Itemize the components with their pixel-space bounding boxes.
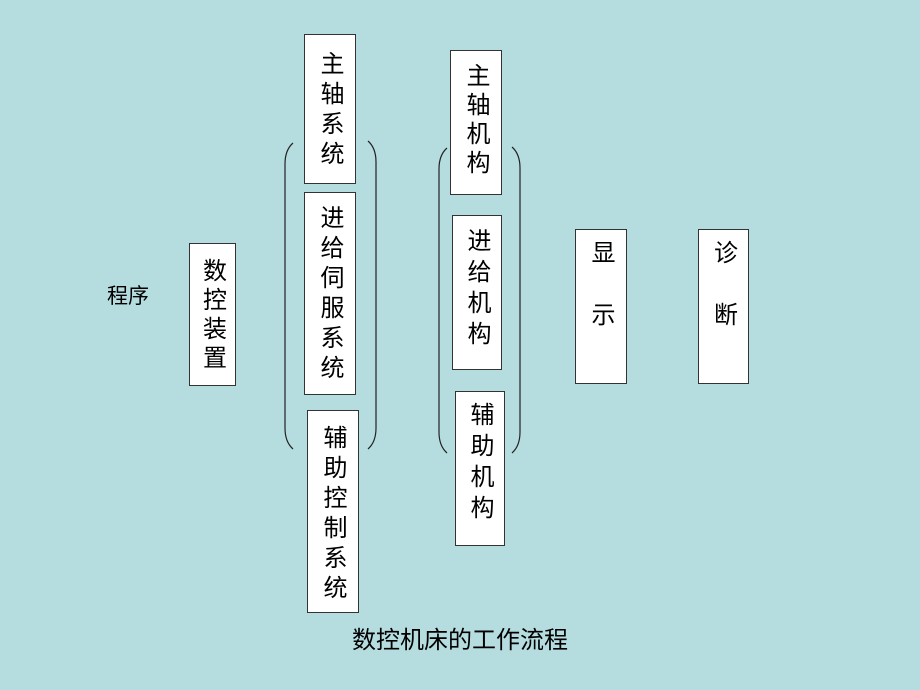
diagnosis-label: 诊断	[709, 240, 738, 364]
display-box: 显示	[575, 229, 627, 384]
display-label: 显示	[587, 240, 615, 364]
diagnosis-box: 诊断	[698, 229, 749, 384]
cnc-device-label: 数控装置	[198, 258, 227, 374]
aux-mechanism-box: 辅助机构	[455, 391, 505, 546]
spindle-mechanism-box: 主轴机构	[450, 50, 502, 195]
bracket-left-group2	[438, 147, 448, 454]
aux-mechanism-label: 辅助机构	[466, 402, 494, 526]
program-label: 程序	[107, 284, 149, 308]
feed-servo-system-label: 进给伺服系统	[316, 205, 344, 385]
bracket-right-group1	[367, 140, 377, 450]
feed-mechanism-box: 进给机构	[452, 215, 502, 370]
cnc-device-box: 数控装置	[189, 243, 236, 386]
spindle-system-label: 主轴系统	[316, 51, 344, 171]
aux-control-system-box: 辅助控制系统	[307, 410, 359, 613]
feed-mechanism-label: 进给机构	[463, 228, 491, 352]
bracket-left-group1	[284, 142, 294, 450]
bracket-right-group2	[511, 146, 521, 454]
feed-servo-system-box: 进给伺服系统	[304, 192, 356, 395]
spindle-system-box: 主轴系统	[304, 34, 356, 184]
spindle-mechanism-label: 主轴机构	[462, 63, 490, 179]
diagram-caption: 数控机床的工作流程	[352, 626, 568, 654]
aux-control-system-label: 辅助控制系统	[319, 425, 347, 605]
